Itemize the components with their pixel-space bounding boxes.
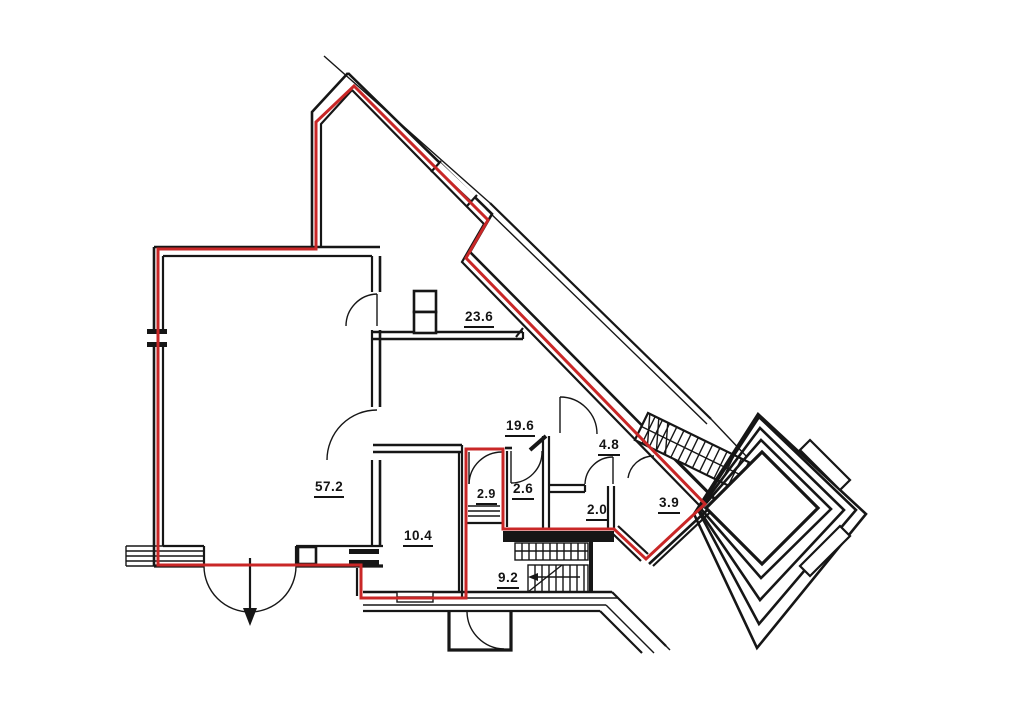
room-area-label-3-9: 3.9 xyxy=(658,496,681,514)
terrace-step-notch-lower xyxy=(798,524,852,578)
room-area-label-2-0: 2.0 xyxy=(586,503,609,521)
interior-walls xyxy=(373,289,616,598)
entry-double-door xyxy=(203,558,297,626)
room-area-label-19-6: 19.6 xyxy=(505,419,536,437)
door-19-6-to-4-8 xyxy=(559,396,598,435)
porch xyxy=(447,611,513,652)
room-area-label-10-4: 10.4 xyxy=(403,529,434,547)
room-area-label-9-2: 9.2 xyxy=(497,571,520,589)
terrace-diamond xyxy=(692,411,868,651)
door-57-2-upper xyxy=(345,293,378,327)
porch-door xyxy=(466,611,505,650)
door-2-9 xyxy=(468,451,503,485)
room-area-label-2-6: 2.6 xyxy=(512,482,535,500)
room-area-label-57-2: 57.2 xyxy=(314,480,345,498)
door-57-2-lower xyxy=(326,409,378,461)
door-4-8-to-2-0 xyxy=(584,456,614,485)
terrace-step-notch-upper xyxy=(798,438,852,492)
door-to-exterior-stairs xyxy=(627,455,655,479)
room-area-label-4-8: 4.8 xyxy=(598,438,621,456)
interior-doors xyxy=(326,293,655,485)
apartment-boundary-outline xyxy=(156,83,708,600)
interior-stairs xyxy=(514,542,589,593)
room-area-label-2-9: 2.9 xyxy=(476,488,497,505)
room-area-label-23-6: 23.6 xyxy=(464,310,495,328)
